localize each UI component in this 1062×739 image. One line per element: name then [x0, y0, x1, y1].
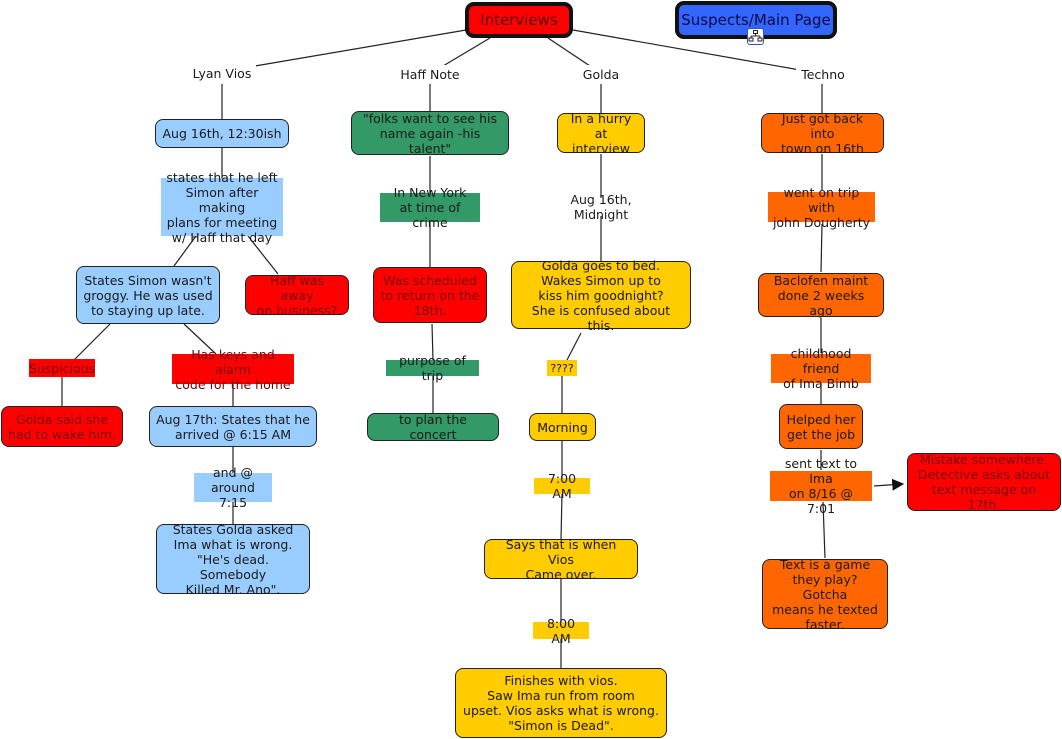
connector [822, 501, 826, 559]
lyan-link-around-715[interactable]: and @ around 7:15 [194, 465, 272, 510]
lyan-node-golda-wake[interactable]: Golda said she had to wake him. [1, 406, 123, 447]
connector [173, 235, 197, 267]
lyan-link-suspicious[interactable]: Suspicious [28, 359, 96, 377]
golda-node-morning[interactable]: Morning [529, 413, 596, 441]
connector [566, 332, 582, 361]
techno-node-mistake[interactable]: Mistake somewhere. Detective asks about … [907, 452, 1061, 512]
golda-node-vios-came[interactable]: Says that is when Vios Came over. [484, 537, 638, 582]
connector [431, 323, 434, 361]
suspect-techno[interactable]: Techno [796, 65, 850, 83]
connector [547, 37, 591, 67]
haff-link-new-york[interactable]: In New York at time of crime [380, 185, 480, 230]
connector [247, 235, 279, 275]
suspect-lyan-vios[interactable]: Lyan Vios [188, 64, 256, 82]
techno-node-helped[interactable]: Helped her get the job [779, 404, 863, 449]
techno-node-text-game[interactable]: Text is a game they play? Gotcha means h… [762, 557, 888, 632]
connector [572, 29, 801, 71]
connector [820, 223, 823, 273]
techno-node-back-in-town[interactable]: Just got back into town on 16th [761, 111, 884, 156]
techno-link-childhood[interactable]: childhood friend of Ima Bimb [771, 346, 871, 391]
connector [254, 29, 467, 67]
concept-map-link-icon[interactable] [747, 28, 764, 45]
connector [442, 37, 491, 67]
lyan-node-not-groggy[interactable]: States Simon wasn't groggy. He was used … [76, 266, 220, 324]
connector [73, 323, 111, 361]
techno-link-sent-text[interactable]: sent text to Ima on 8/16 @ 7:01 [770, 456, 872, 516]
golda-node-finishes[interactable]: Finishes with vios. Saw Ima run from roo… [455, 668, 667, 738]
lyan-node-aug16[interactable]: Aug 16th, 12:30ish [155, 119, 289, 148]
golda-link-midnight[interactable]: Aug 16th, Midnight [539, 192, 663, 222]
golda-node-goes-to-bed[interactable]: Golda goes to bed. Wakes Simon up to kis… [511, 258, 691, 333]
techno-link-trip[interactable]: went on trip with john Dougherty [768, 185, 875, 230]
connector [560, 493, 563, 540]
haff-node-plan-concert[interactable]: to plan the concert [367, 412, 499, 442]
suspect-haff-note[interactable]: Haff Note [396, 65, 464, 83]
lyan-node-haff-away[interactable]: Haff was away on business? [245, 273, 349, 318]
lyan-node-aug17[interactable]: Aug 17th: States that he arrived @ 6:15 … [149, 406, 317, 447]
connector [183, 323, 217, 355]
connector-arrow [873, 478, 905, 491]
lyan-link-left-simon[interactable]: states that he left Simon after making p… [161, 170, 283, 245]
haff-node-folks[interactable]: "folks want to see his name again -his t… [351, 111, 509, 156]
golda-link-700[interactable]: 7:00 AM [534, 471, 590, 501]
golda-link-question[interactable]: ???? [547, 360, 577, 376]
suspect-golda[interactable]: Golda [578, 65, 624, 83]
interviews-root-node[interactable]: Interviews [465, 2, 573, 38]
techno-node-baclofen[interactable]: Baclofen maint done 2 weeks ago [758, 273, 884, 318]
golda-link-800[interactable]: 8:00 AM [533, 616, 589, 646]
lyan-link-has-keys[interactable]: Has keys and alarm code for the home [172, 347, 294, 392]
lyan-node-golda-asked[interactable]: States Golda asked Ima what is wrong. "H… [156, 522, 310, 597]
haff-link-purpose[interactable]: purpose of trip [386, 353, 479, 383]
golda-node-hurry[interactable]: In a hurry at interview [557, 111, 645, 156]
haff-node-scheduled-return[interactable]: Was scheduled to return on the 18th. [373, 267, 487, 323]
